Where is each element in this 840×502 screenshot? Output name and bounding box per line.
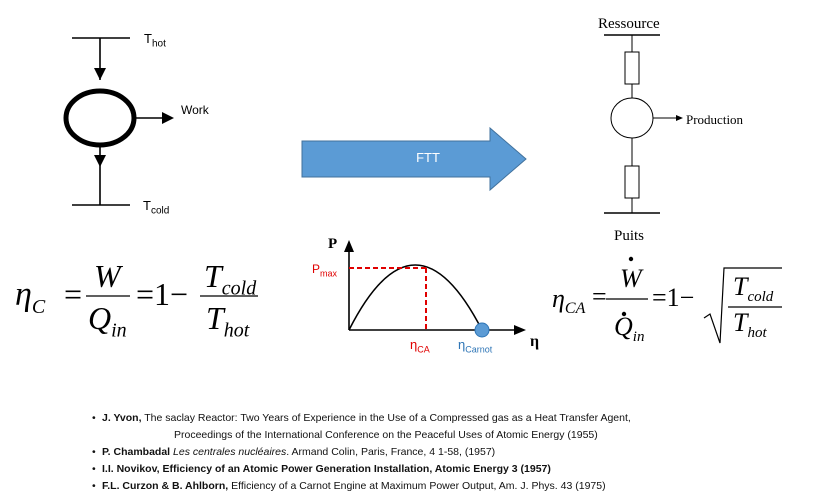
production-circuit <box>604 34 683 214</box>
ressource-label: Ressource <box>598 16 660 32</box>
reference-item: •I.I. Novikov, Efficiency of an Atomic P… <box>92 463 551 475</box>
pmax-label: Pmax <box>312 262 338 279</box>
t-hot-denominator: Thot <box>206 300 250 342</box>
heat-engine-schematic <box>63 37 174 206</box>
reference-item: •J. Yvon, The saclay Reactor: Two Years … <box>92 412 631 424</box>
q-in-denominator: Qin <box>88 300 127 342</box>
eta-ca-symbol: ηCA <box>552 284 586 318</box>
eta-ca-equals: = <box>592 282 607 311</box>
eta-carnot-tick-label: ηCarnot <box>458 337 493 355</box>
ftt-arrow <box>301 126 527 192</box>
eta-c-equals: = <box>64 276 83 312</box>
work-label: Work <box>181 103 209 117</box>
t-cold-numerator-right: Tcold <box>733 272 774 306</box>
t-hot-denominator-right: Thot <box>733 308 767 342</box>
graph-y-axis-label: P <box>328 236 338 252</box>
power-efficiency-graph <box>344 240 526 338</box>
work-dot-numerator: W <box>620 264 642 293</box>
t-cold-numerator: Tcold <box>204 258 257 300</box>
q-dot-denominator: Qin <box>614 312 645 346</box>
one-minus-left: =1− <box>136 276 189 312</box>
eta-c-symbol: ηC <box>15 276 46 318</box>
one-minus-right: =1− <box>652 283 695 312</box>
puits-label: Puits <box>614 228 645 244</box>
reference-item: •P. Chambadal Les centrales nucléaires. … <box>92 446 496 458</box>
reference-item-continued: Proceedings of the International Confere… <box>174 429 598 441</box>
reference-item: •F.L. Curzon & B. Ahlborn, Efficiency of… <box>92 480 606 492</box>
ftt-label: FTT <box>416 150 440 165</box>
production-label: Production <box>686 112 744 127</box>
work-numerator: W <box>94 258 121 294</box>
graph-x-axis-label: η <box>530 333 540 350</box>
eta-ca-tick-label: ηCA <box>410 337 430 355</box>
t-cold-label: Tcold <box>143 198 170 217</box>
references-list: •J. Yvon, The saclay Reactor: Two Years … <box>92 410 832 495</box>
t-hot-label: Thot <box>144 31 166 50</box>
